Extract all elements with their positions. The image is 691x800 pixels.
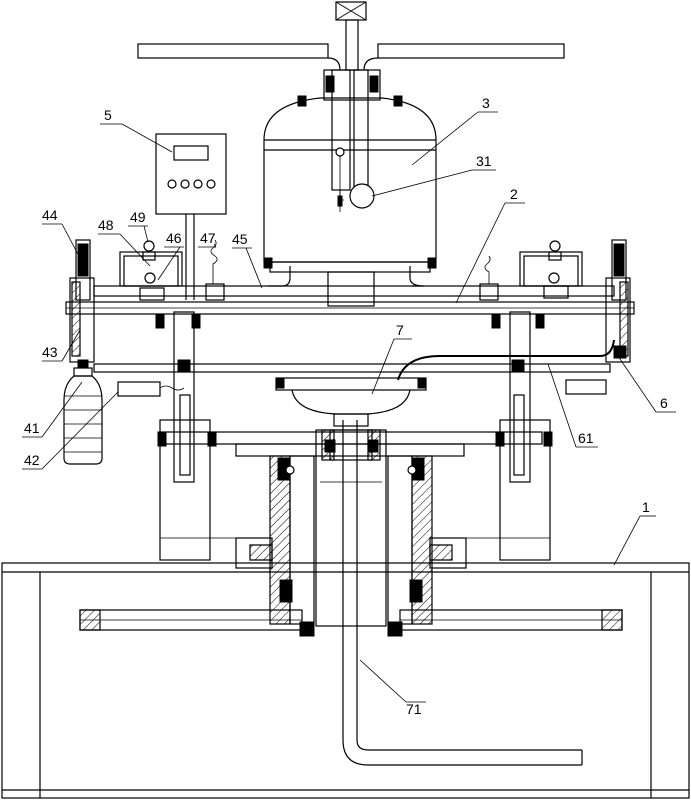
label-46: 46 <box>166 230 182 246</box>
label-7: 7 <box>396 322 404 338</box>
label-49: 49 <box>130 209 146 225</box>
label-31: 31 <box>476 153 492 169</box>
label-6: 6 <box>660 395 668 411</box>
collecting-basin <box>276 378 426 426</box>
main-platform <box>66 302 634 380</box>
label-44: 44 <box>42 207 58 223</box>
control-box <box>156 134 226 300</box>
drain-pipe <box>343 420 582 765</box>
tank <box>138 2 564 306</box>
central-housing <box>160 430 542 626</box>
label-71: 71 <box>406 701 422 717</box>
left-support-column <box>158 312 240 560</box>
label-48: 48 <box>98 217 114 233</box>
leader-lines <box>22 112 676 702</box>
label-61: 61 <box>578 430 594 446</box>
upper-pipe-loop <box>94 240 614 300</box>
label-3: 3 <box>482 95 490 111</box>
label-1: 1 <box>642 499 650 515</box>
label-41: 41 <box>24 420 40 436</box>
right-support-column <box>466 312 552 560</box>
label-47: 47 <box>200 230 216 246</box>
side-tubes <box>70 240 630 368</box>
label-42: 42 <box>24 452 40 468</box>
label-5: 5 <box>104 107 112 123</box>
label-43: 43 <box>42 344 58 360</box>
base-frame <box>2 563 689 798</box>
label-45: 45 <box>232 231 248 247</box>
label-2: 2 <box>510 186 518 202</box>
